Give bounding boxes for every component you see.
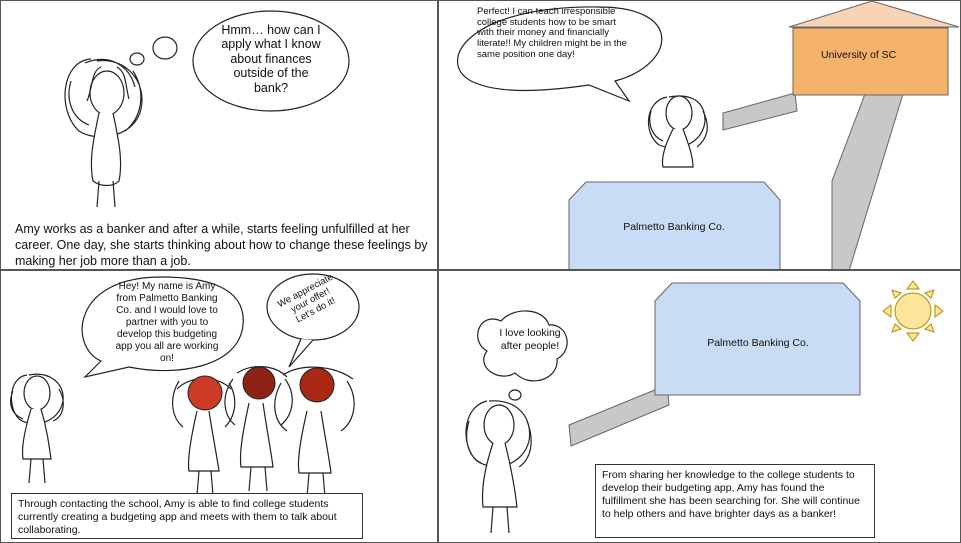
student-1-hair: [187, 375, 223, 411]
amy-figure: [465, 400, 532, 534]
amy-figure: [647, 95, 708, 168]
student-2-figure: [224, 366, 293, 492]
thought-bubble: [477, 310, 568, 382]
panel-4-caption-box: From sharing her knowledge to the colleg…: [595, 464, 875, 538]
thought-dot-large: [152, 36, 178, 60]
comic-panel-3: Hey! My name is Amy from Palmetto Bankin…: [0, 270, 438, 543]
thought-dot-small: [129, 52, 145, 66]
university-roof: [788, 1, 960, 28]
university-building: [788, 1, 960, 96]
panel-3-caption-box: Through contacting the school, Amy is ab…: [11, 493, 363, 539]
bank-building-panel-2: [568, 181, 781, 269]
sun-icon: [882, 280, 944, 342]
panel-3-caption: Through contacting the school, Amy is ab…: [18, 498, 337, 537]
panel-3-drawing: [10, 273, 360, 498]
thought-bubble: [192, 10, 350, 112]
road-to-university-long: [831, 93, 904, 269]
amy-figure: [10, 373, 64, 484]
comic-panel-1: Hmm… how can I apply what I know about f…: [0, 0, 438, 270]
comic-panel-4: I love looking after people! Palmetto Ba…: [438, 270, 961, 543]
panel-4-bank-sign: Palmetto Banking Co.: [707, 337, 809, 349]
bank-building-panel-4: [654, 282, 861, 396]
panel-2-drawing: [456, 1, 960, 269]
panel-4-drawing: [465, 280, 944, 534]
panel-1-caption: Amy works as a banker and after a while,…: [15, 222, 428, 268]
panel-4-caption: From sharing her knowledge to the colleg…: [602, 469, 860, 521]
panel-1-drawing: [64, 10, 350, 208]
panel-3-amy-speech-text: Hey! My name is Amy from Palmetto Bankin…: [115, 281, 219, 364]
panel-1-thought-text: Hmm… how can I apply what I know about f…: [221, 23, 321, 95]
road-to-university-short: [722, 92, 798, 131]
university-sign: University of SC: [821, 49, 897, 61]
comic-panel-2: Perfect! I can teach irresponsible colle…: [438, 0, 961, 270]
student-2-hair: [242, 366, 276, 400]
panel-4-thought-text: I love looking after people!: [499, 327, 561, 352]
amy-figure: [64, 58, 143, 208]
amy-speech-bubble: [81, 276, 244, 379]
thought-dot: [508, 389, 522, 401]
university-wall: [792, 27, 949, 96]
student-3-hair: [299, 367, 335, 403]
panel-2-bank-sign: Palmetto Banking Co.: [623, 221, 725, 233]
road-to-bank: [568, 384, 670, 447]
panel-2-speech-text: Perfect! I can teach irresponsible colle…: [477, 6, 627, 60]
speech-bubble: [456, 6, 663, 103]
